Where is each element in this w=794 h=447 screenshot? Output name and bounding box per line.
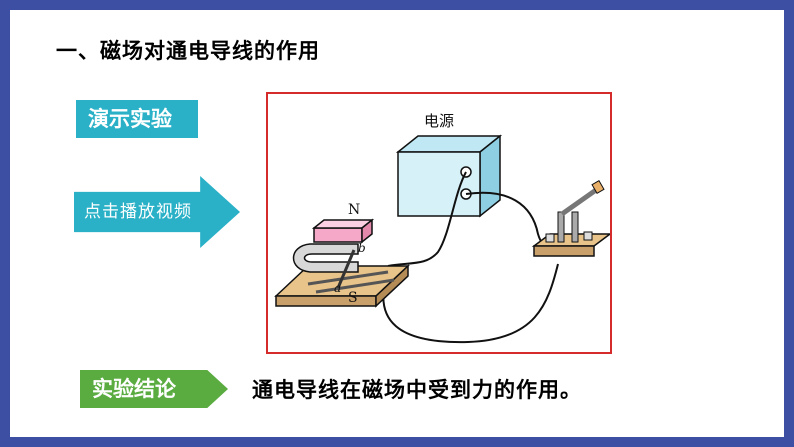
play-video-button[interactable]: 点击播放视频 bbox=[74, 176, 240, 248]
experiment-illustration: 电源 N S a b bbox=[274, 112, 610, 344]
demo-tag: 演示实验 bbox=[76, 100, 198, 138]
label-n: N bbox=[348, 202, 360, 218]
label-a: a bbox=[334, 281, 341, 295]
label-b: b bbox=[358, 241, 366, 255]
label-s: S bbox=[348, 290, 358, 306]
knife-switch bbox=[531, 179, 610, 257]
play-video-label: 点击播放视频 bbox=[84, 202, 192, 222]
magnet-board bbox=[274, 218, 410, 308]
conclusion-text: 通电导线在磁场中受到力的作用。 bbox=[252, 378, 582, 402]
power-supply-label: 电源 bbox=[424, 112, 454, 130]
page-title: 一、磁场对通电导线的作用 bbox=[56, 39, 320, 63]
power-supply bbox=[395, 134, 503, 218]
wire-bottom bbox=[382, 263, 559, 344]
wire-top bbox=[387, 171, 467, 267]
conclusion-tag: 实验结论 bbox=[80, 370, 228, 408]
slide: 一、磁场对通电导线的作用 演示实验 点击播放视频 电源 bbox=[10, 10, 784, 437]
experiment-diagram: 电源 N S a b bbox=[266, 92, 612, 354]
